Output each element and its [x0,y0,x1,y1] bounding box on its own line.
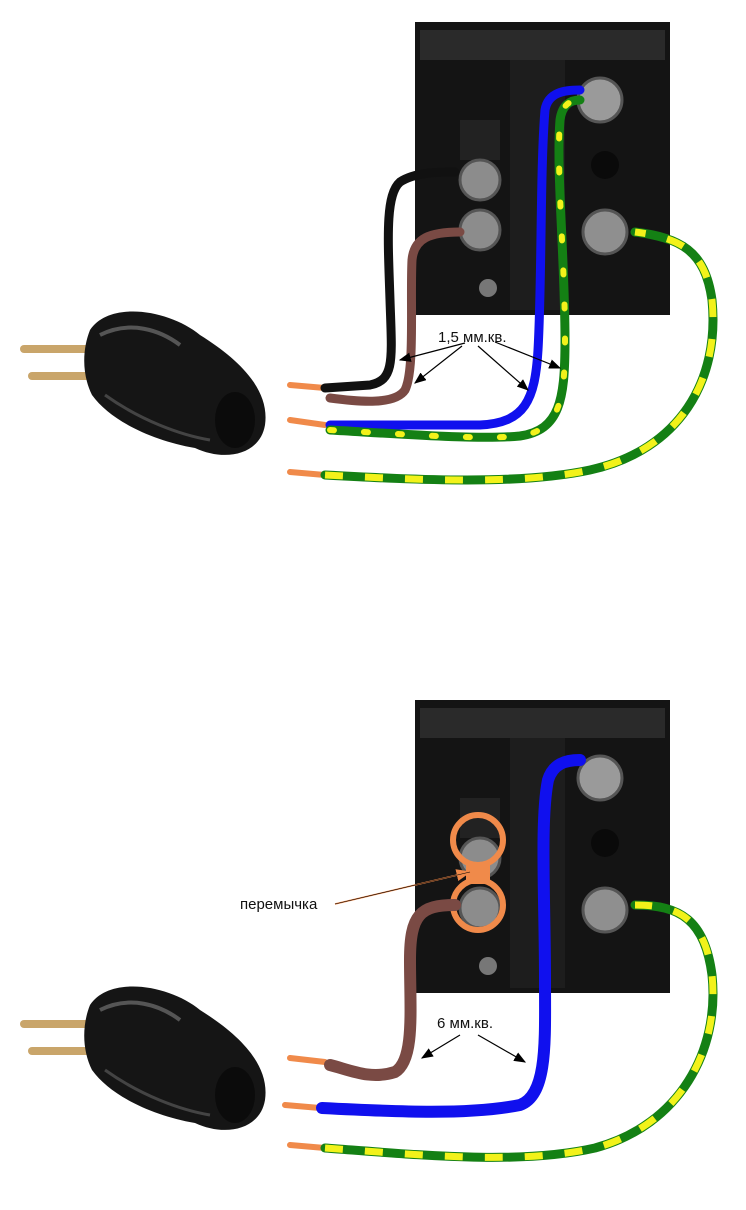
blue-wire [316,754,586,1118]
black-wire [320,167,460,393]
jumper-label: перемычка [240,896,318,913]
top-panel: 1,5 мм.кв. [18,20,718,485]
conductor-tips [282,1055,328,1151]
brown-wire [325,227,465,406]
jumper [450,812,506,933]
label-arrows-bottom [420,1034,527,1063]
schuko-plug [18,984,268,1132]
bottom-panel: перемычка 6 мм.кв. [18,698,718,1162]
ground-wire-inner [325,95,585,442]
cross-section-label-bottom: 6 мм.кв. [437,1015,493,1032]
blue-wire [325,85,585,430]
label-arrows-top [398,341,562,391]
brown-wire [324,899,461,1081]
cross-section-label-top: 1,5 мм.кв. [438,329,507,346]
schuko-plug [18,309,268,457]
conductor-tips [287,382,328,478]
